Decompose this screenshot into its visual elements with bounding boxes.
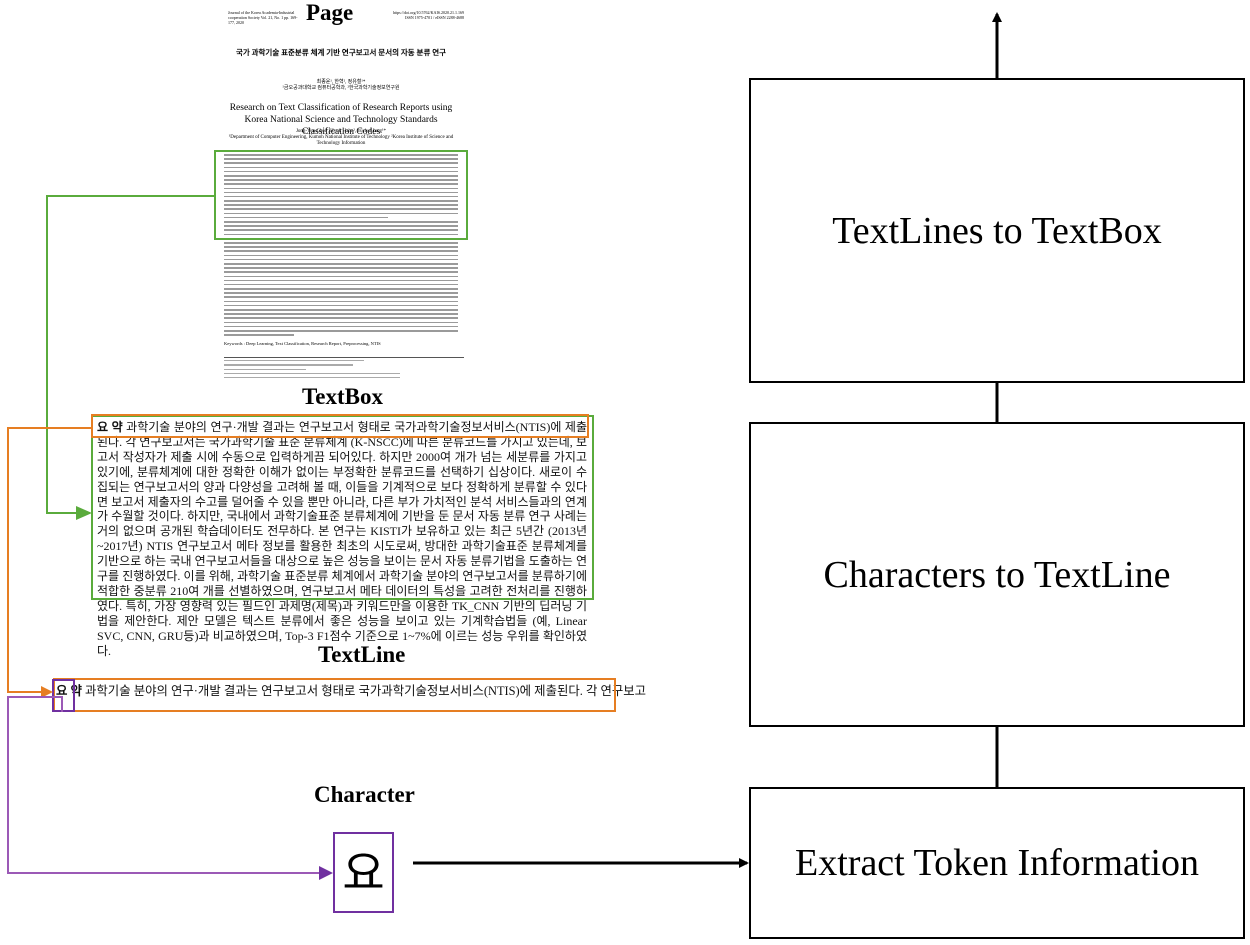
page-korean-affiliations: ¹금오공과대학교 컴퓨터공학과, ²한국과학기술정보연구원: [282, 86, 400, 91]
page-footnote-rule: [224, 357, 464, 358]
textline-title: TextLine: [318, 642, 406, 667]
page-korean-abstract-lines: [224, 154, 458, 238]
purple-connector-arrow: [7, 696, 333, 880]
character-title: Character: [314, 782, 415, 807]
page-english-affiliations: ¹Department of Computer Engineering, Kum…: [228, 135, 454, 146]
page-title: Page: [306, 0, 354, 25]
flow-box-characters-to-textline: Characters to TextLine: [749, 422, 1245, 727]
page-korean-author-names: 최종윤¹, 한혁², 정유철¹*: [316, 80, 366, 85]
page-english-author-names: Jong-Yun Choi¹, Hyuk Hahn², Yuchul Jung¹…: [295, 129, 386, 134]
page-english-title: Research on Text Classification of Resea…: [229, 103, 453, 137]
orange-connector-arrow: [7, 427, 91, 698]
textline-text: 요 약 과학기술 분야의 연구·개발 결과는 연구보고서 형태로 국가과학기술정…: [56, 683, 646, 699]
page-english-authors: Jong-Yun Choi¹, Hyuk Hahn², Yuchul Jung¹…: [218, 129, 464, 147]
textbox-first-line-highlight: [91, 414, 589, 438]
textbox-title: TextBox: [302, 384, 383, 409]
page-header-left: Journal of the Korea Academia-Industrial…: [228, 10, 298, 25]
green-connector-arrow: [46, 195, 214, 520]
page-footnote-lines: [224, 360, 458, 381]
textline-highlight-box: [53, 678, 616, 712]
flow-box-textlines-to-textbox: TextLines to TextBox: [749, 78, 1245, 383]
textline-lead: 요 약: [56, 684, 82, 698]
page-korean-title: 국가 과학기술 표준분류 체계 기반 연구보고서 문서의 자동 분류 연구: [235, 48, 447, 57]
textbox-body: 과학기술 분야의 연구·개발 결과는 연구보고서 형태로 국가과학기술정보서비스…: [97, 420, 587, 658]
paper-page-thumbnail: Journal of the Korea Academia-Industrial…: [218, 8, 464, 386]
page-korean-authors: 최종윤¹, 한혁², 정유철¹* ¹금오공과대학교 컴퓨터공학과, ²한국과학기…: [218, 80, 464, 92]
character-highlight-box: [333, 832, 394, 913]
textline-first-character-highlight: [52, 679, 75, 712]
page-english-abstract-lines: [224, 242, 458, 338]
textbox-highlight-box: [91, 415, 594, 600]
page-abstract-highlight-box: [214, 150, 468, 240]
page-header-right: https://doi.org/10.5762/KAIS.2020.21.1.1…: [392, 10, 464, 20]
page-keywords: Keywords : Deep Learning, Text Classific…: [224, 341, 381, 346]
textbox-lead: 요 약: [97, 420, 123, 434]
character-glyph: 요: [342, 846, 385, 900]
textline-body: 과학기술 분야의 연구·개발 결과는 연구보고서 형태로 국가과학기술정보서비스…: [81, 684, 647, 698]
textbox-paragraph: 요 약 과학기술 분야의 연구·개발 결과는 연구보고서 형태로 국가과학기술정…: [97, 420, 587, 659]
flow-box-extract-token-information: Extract Token Information: [749, 787, 1245, 939]
